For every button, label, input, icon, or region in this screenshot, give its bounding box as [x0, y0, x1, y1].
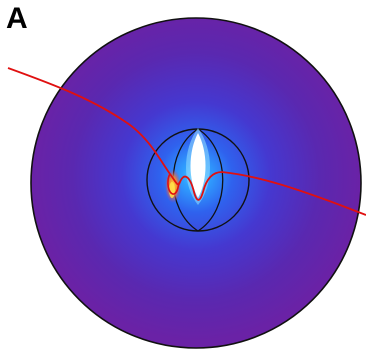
right-meridian-arc: [197, 128, 224, 232]
core-spindle: [190, 133, 206, 198]
trajectory-line: [7, 67, 366, 216]
panel-label: A: [6, 2, 28, 35]
trajectory-loop: [167, 173, 181, 195]
